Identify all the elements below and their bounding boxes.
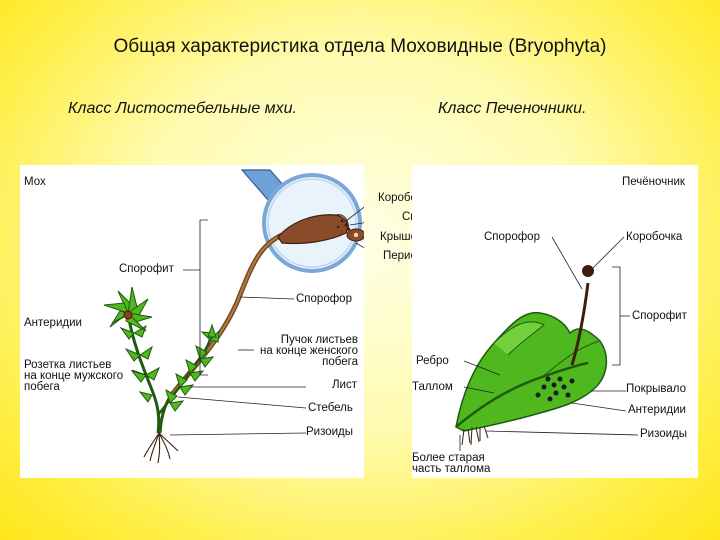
seta-stalk bbox=[168, 232, 284, 399]
label-female-tuft-1: Пучок листьев bbox=[280, 334, 358, 346]
moss-diagram: Мох Коробочка Споры Крышечка Перистом Сп… bbox=[20, 165, 438, 478]
label-antheridia: Антеридии bbox=[628, 404, 686, 416]
label-old-thallus-1: Более старая bbox=[412, 452, 485, 464]
label-seta: Спорофор bbox=[296, 293, 352, 305]
moss-heading: Мох bbox=[24, 176, 46, 188]
rhizoids bbox=[143, 432, 179, 464]
label-female-tuft-2: на конце женского bbox=[260, 345, 358, 357]
label-involucre: Покрывало bbox=[626, 383, 686, 395]
label-male-rosette-3: побега bbox=[24, 381, 60, 393]
label-midrib: Ребро bbox=[416, 355, 449, 367]
label-antheridia: Антеридии bbox=[24, 317, 82, 329]
label-thallus: Таллом bbox=[412, 381, 453, 393]
label-seta: Спорофор bbox=[484, 231, 540, 243]
subtitle-mosses: Класс Листостебельные мхи. bbox=[68, 100, 297, 117]
liverwort-seta bbox=[570, 282, 590, 366]
label-stem: Стебель bbox=[308, 402, 353, 414]
page-title: Общая характеристика отдела Моховидные (… bbox=[113, 36, 607, 57]
label-female-tuft-3: побега bbox=[322, 356, 358, 368]
label-old-thallus-2: часть таллома bbox=[412, 463, 491, 475]
subtitle-liverworts: Класс Печеночники. bbox=[438, 100, 587, 117]
label-rhizoids: Ризоиды bbox=[640, 428, 688, 440]
antheridia-dot bbox=[123, 310, 133, 320]
label-capsule: Коробочка bbox=[626, 231, 683, 243]
liverwort-leader-lines bbox=[459, 236, 639, 451]
label-sporophyte: Спорофит bbox=[119, 263, 174, 275]
moss-leaves bbox=[119, 323, 220, 412]
label-leaf: Лист bbox=[332, 379, 357, 391]
leader-lines bbox=[111, 206, 364, 436]
label-rhizoids: Ризоиды bbox=[306, 426, 354, 438]
liverwort-illustration bbox=[455, 236, 639, 451]
capsule bbox=[277, 214, 349, 245]
label-operculum: Крышечка bbox=[380, 231, 435, 243]
liverwort-capsule bbox=[582, 265, 594, 277]
label-sporophyte: Спорофит bbox=[632, 310, 687, 322]
midrib bbox=[455, 361, 589, 428]
label-male-rosette-1: Розетка листьев bbox=[24, 359, 112, 371]
label-peristome: Перистом bbox=[383, 250, 436, 262]
label-male-rosette-2: на конце мужского bbox=[24, 370, 124, 382]
label-capsule: Коробочка bbox=[378, 192, 435, 204]
liverwort-heading: Печёночник bbox=[622, 176, 685, 188]
male-rosette bbox=[103, 286, 153, 332]
moss-illustration bbox=[103, 169, 364, 464]
antheridia-dots bbox=[535, 376, 575, 402]
liverwort-rhizoids bbox=[461, 425, 489, 446]
liverwort-diagram: Печёночник Спорофор Коробочка Спорофит Р… bbox=[412, 165, 698, 478]
